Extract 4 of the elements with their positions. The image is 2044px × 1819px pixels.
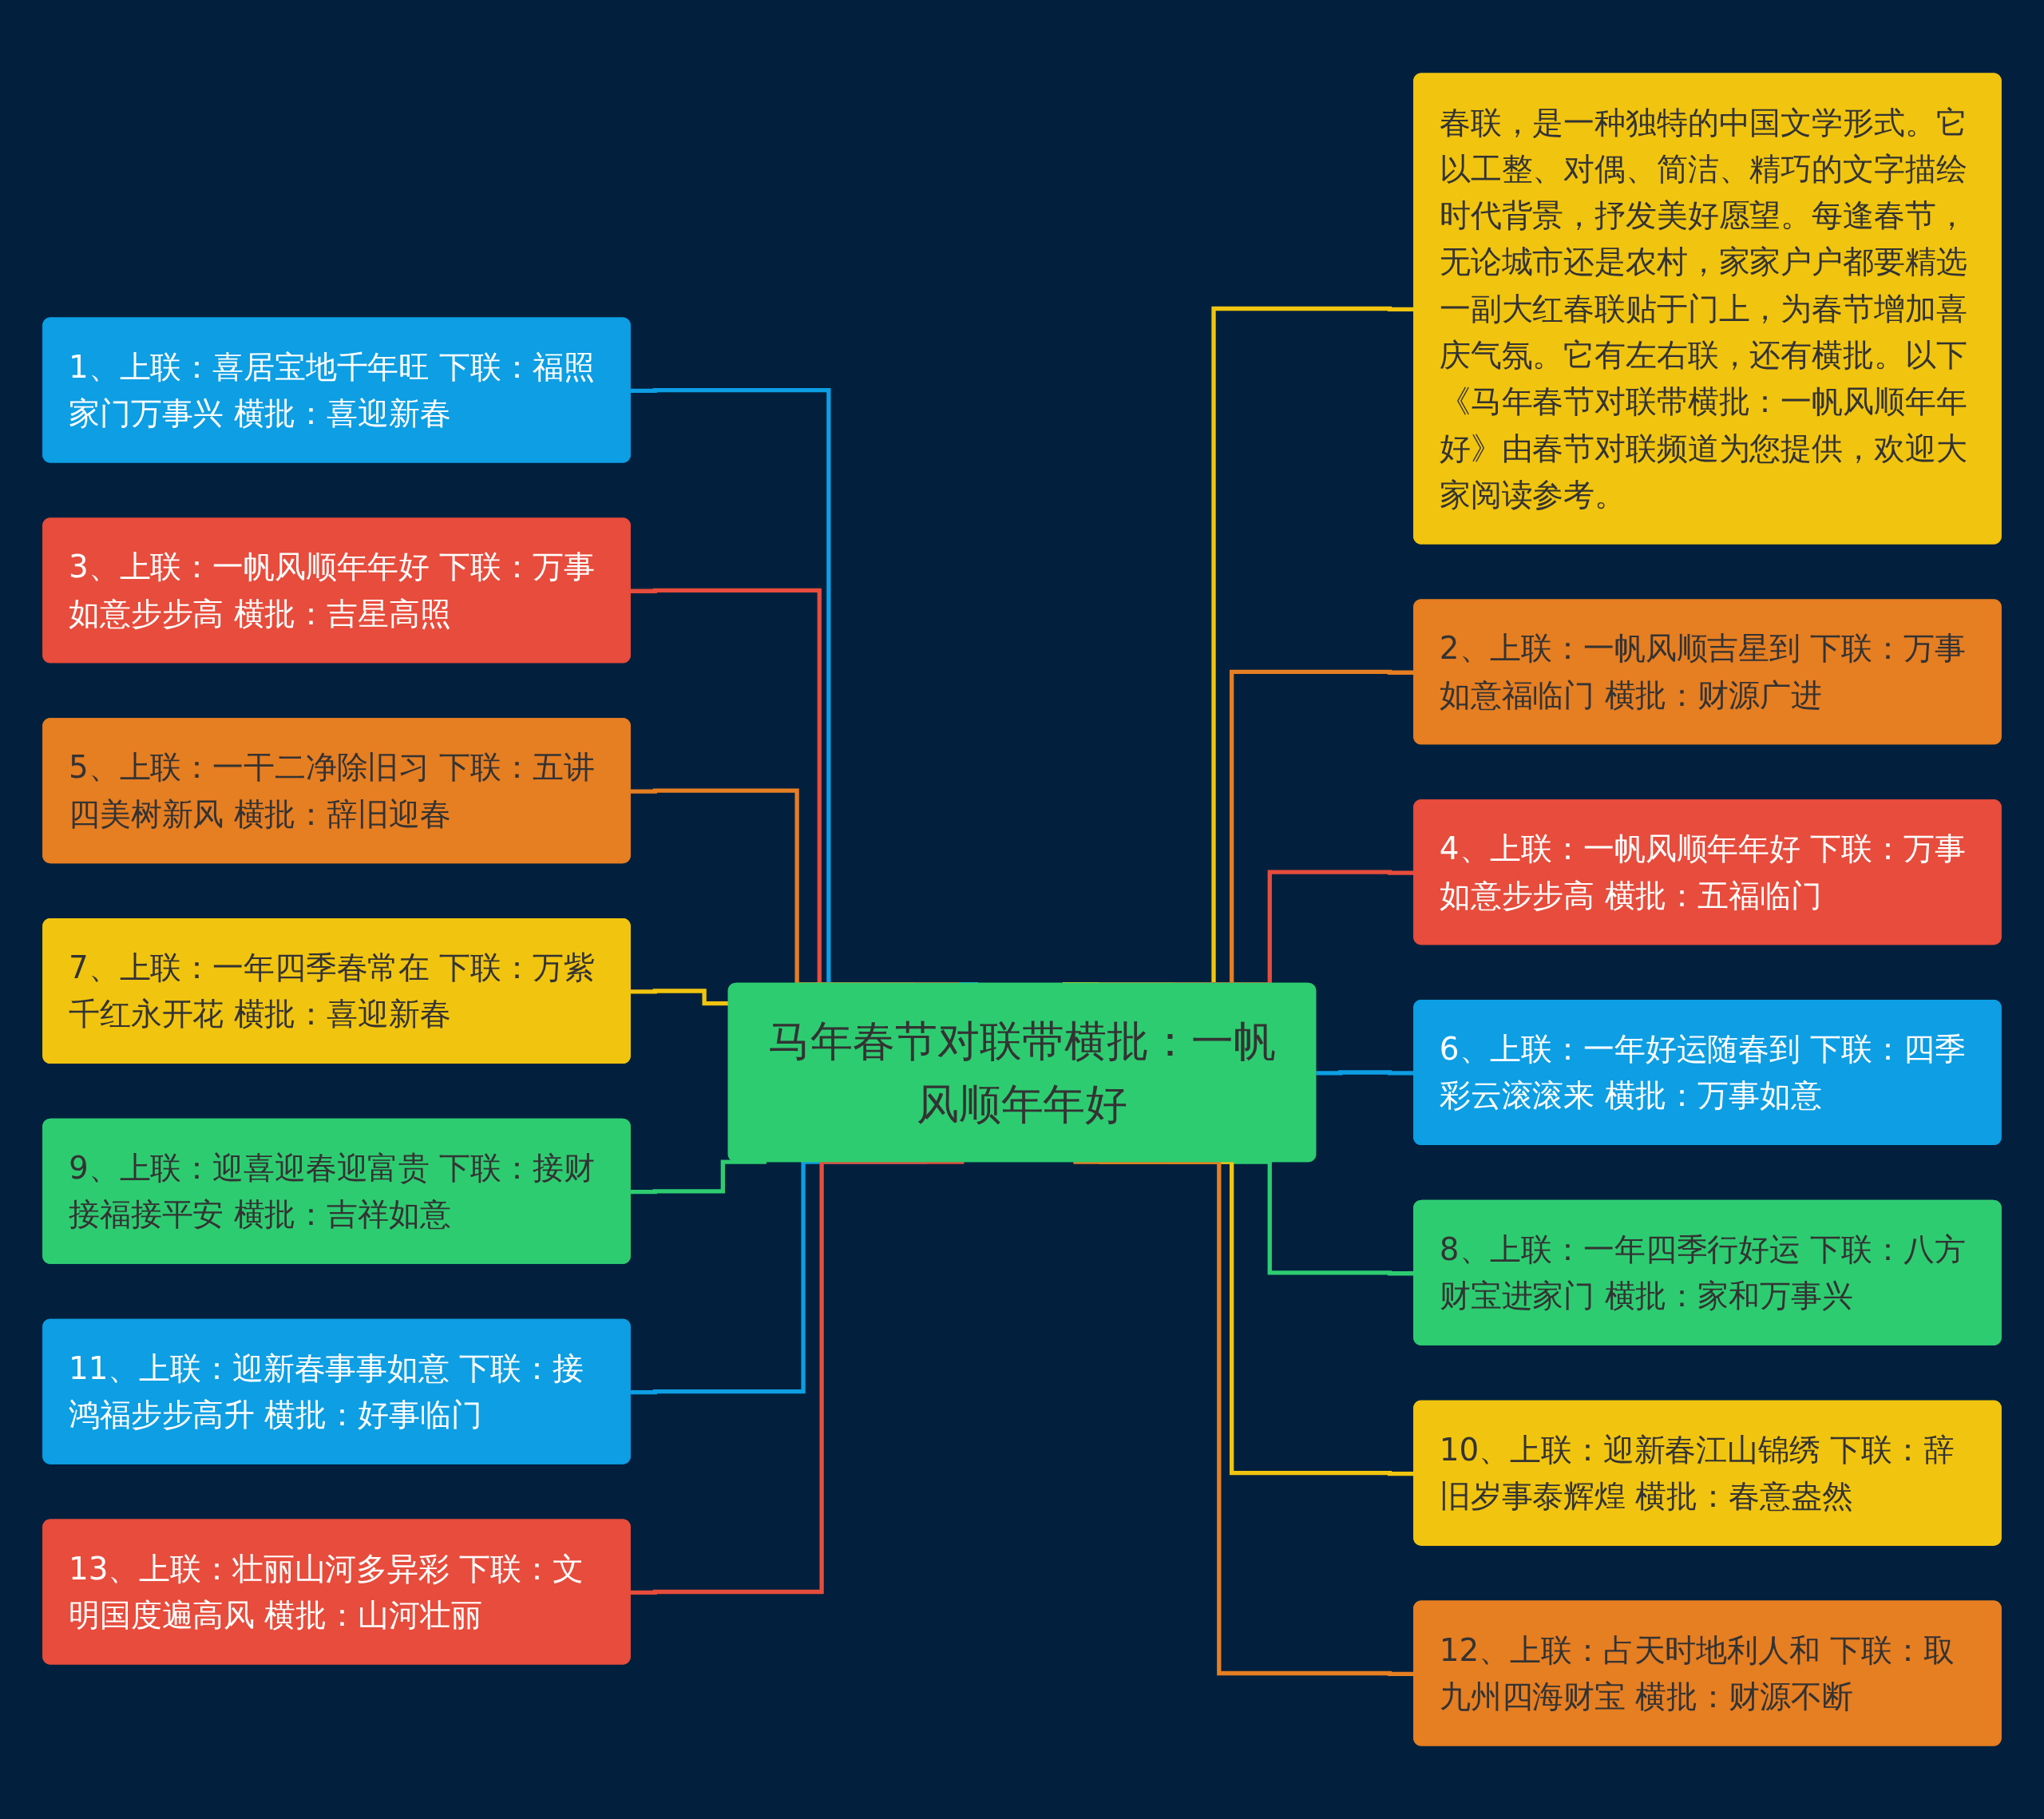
connector <box>630 1159 965 1595</box>
connector <box>630 989 730 1006</box>
connector <box>1316 1070 1415 1076</box>
connector <box>630 1159 766 1195</box>
